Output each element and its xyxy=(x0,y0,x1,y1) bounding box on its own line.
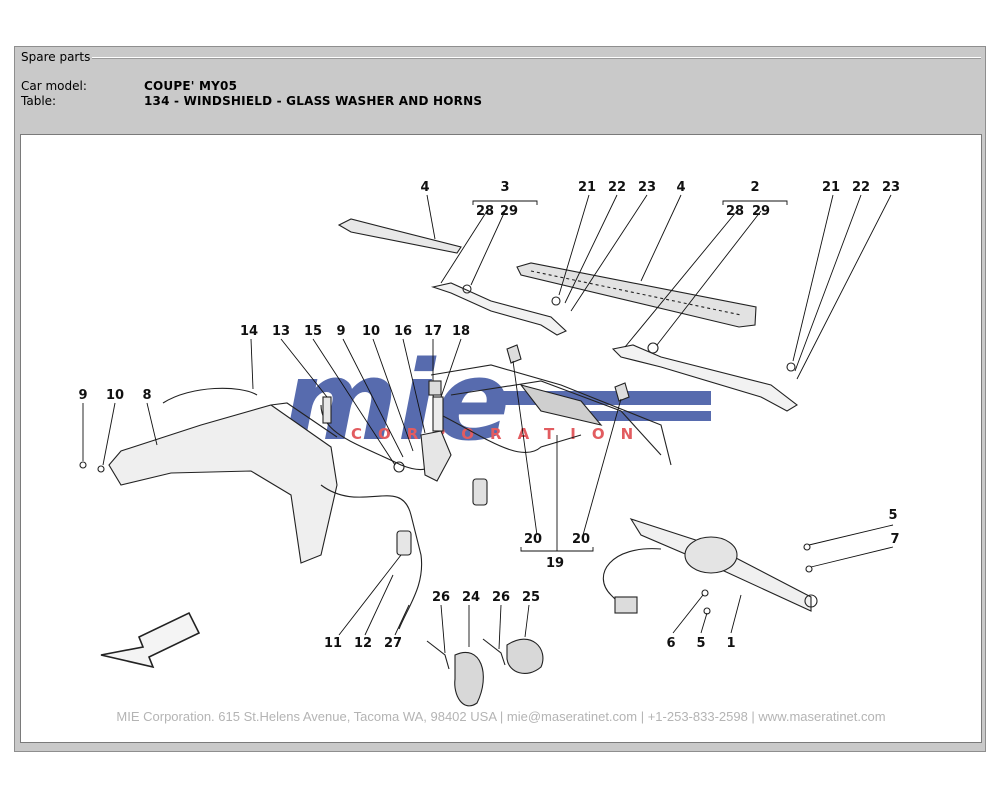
car-model-label: Car model: xyxy=(21,79,87,93)
callout-9-left: 9 xyxy=(78,388,87,403)
wiper-arm-left-nut xyxy=(462,284,472,294)
nozzle-left xyxy=(506,344,522,364)
callout-19: 19 xyxy=(546,556,564,571)
motor-cable xyxy=(602,548,662,606)
callout-18: 18 xyxy=(452,324,470,339)
callout-17: 17 xyxy=(424,324,442,339)
fitting-16 xyxy=(420,430,452,482)
footer-contact: MIE Corporation. 615 St.Helens Avenue, T… xyxy=(116,709,886,724)
callout-8: 8 xyxy=(142,388,151,403)
callout-13: 13 xyxy=(272,324,290,339)
watermark-bar-top xyxy=(491,391,711,405)
leader-lines xyxy=(82,194,894,654)
watermark-bar-mid xyxy=(581,411,711,421)
callout-20-left: 20 xyxy=(524,532,542,547)
callout-28-left: 28 xyxy=(476,204,494,219)
cowl-grille xyxy=(519,384,603,426)
hose-14 xyxy=(162,387,258,404)
line-art xyxy=(79,218,818,707)
callout-22-right: 22 xyxy=(852,180,870,195)
washer-7 xyxy=(805,565,813,573)
callout-11: 11 xyxy=(324,636,342,651)
callout-16: 16 xyxy=(394,324,412,339)
horn-24 xyxy=(454,652,484,707)
table-value: 134 - WINDSHIELD - GLASS WASHER AND HORN… xyxy=(144,94,483,108)
group-box-line xyxy=(21,57,981,59)
callout-5-right: 5 xyxy=(888,508,897,523)
fitting-13 xyxy=(322,396,332,424)
callout-4-right: 4 xyxy=(676,180,685,195)
callout-15: 15 xyxy=(304,324,322,339)
wiper-motor xyxy=(684,536,738,574)
motor-connector xyxy=(614,596,638,614)
table-label: Table: xyxy=(21,94,57,108)
callout-1: 1 xyxy=(726,636,735,651)
hose-27 xyxy=(320,484,423,630)
wiper-arm-right-nut xyxy=(647,342,659,354)
wiper-blade-right xyxy=(516,262,757,328)
fitting-15 xyxy=(393,461,405,473)
linkage-pivot xyxy=(804,594,818,608)
reservoir-neck xyxy=(270,402,338,438)
callout-22-left: 22 xyxy=(608,180,626,195)
callout-12: 12 xyxy=(354,636,372,651)
hose-to-nozzles xyxy=(440,414,582,453)
washer-reservoir xyxy=(108,404,338,564)
callout-7: 7 xyxy=(890,532,899,547)
bracket-26-right xyxy=(482,638,506,666)
diagram-panel: mie CORPORATION xyxy=(20,134,982,743)
parts-diagram: mie CORPORATION xyxy=(78,180,900,707)
callout-23-left: 23 xyxy=(638,180,656,195)
callout-21-left: 21 xyxy=(578,180,596,195)
cowl-edge xyxy=(430,364,672,466)
callout-10-left: 10 xyxy=(106,388,124,403)
callout-23-right: 23 xyxy=(882,180,900,195)
bolt-9-left xyxy=(79,461,87,469)
horn-25 xyxy=(506,638,544,674)
watermark-sub-text: CORPORATION xyxy=(351,425,649,443)
wiper-arm-right xyxy=(611,344,798,412)
callout-21-right: 21 xyxy=(822,180,840,195)
callout-10-top: 10 xyxy=(362,324,380,339)
fitting-18 xyxy=(432,396,444,432)
spare-parts-frame: Spare parts Car model: COUPE' MY05 Table… xyxy=(14,46,986,752)
car-model-value: COUPE' MY05 xyxy=(144,79,238,93)
washer-pump xyxy=(396,530,412,556)
callout-28-right: 28 xyxy=(726,204,744,219)
bolt-5-right xyxy=(803,543,811,551)
callout-2: 2 xyxy=(750,180,759,195)
callout-27: 27 xyxy=(384,636,402,651)
callout-20-right: 20 xyxy=(572,532,590,547)
callout-29-left: 29 xyxy=(500,204,518,219)
callout-25: 25 xyxy=(522,590,540,605)
nozzle-right xyxy=(614,382,630,402)
callout-29-right: 29 xyxy=(752,204,770,219)
wiper-blade-left xyxy=(337,218,462,254)
callout-26-left: 26 xyxy=(432,590,450,605)
callout-5-bottom: 5 xyxy=(696,636,705,651)
nut-21-right xyxy=(786,362,796,372)
callout-14: 14 xyxy=(240,324,258,339)
washer-6 xyxy=(701,589,709,597)
callout-6: 6 xyxy=(666,636,675,651)
bracket-26-left xyxy=(426,640,450,670)
callout-4-left: 4 xyxy=(420,180,429,195)
callout-3: 3 xyxy=(500,180,509,195)
direction-arrow-icon xyxy=(100,611,201,669)
callout-24: 24 xyxy=(462,590,480,605)
callout-9-top: 9 xyxy=(336,324,345,339)
fitting-17 xyxy=(428,380,442,396)
callout-numbers: 4 3 28 29 21 22 23 4 2 28 29 21 22 23 14… xyxy=(78,180,900,651)
nut-21-left xyxy=(551,296,561,306)
wiper-arm-left xyxy=(430,282,567,336)
cowl-edge-inner xyxy=(450,380,662,456)
callout-26-right: 26 xyxy=(492,590,510,605)
connector xyxy=(472,478,488,506)
washer-10-left xyxy=(97,465,105,473)
group-box-legend: Spare parts xyxy=(19,50,93,64)
